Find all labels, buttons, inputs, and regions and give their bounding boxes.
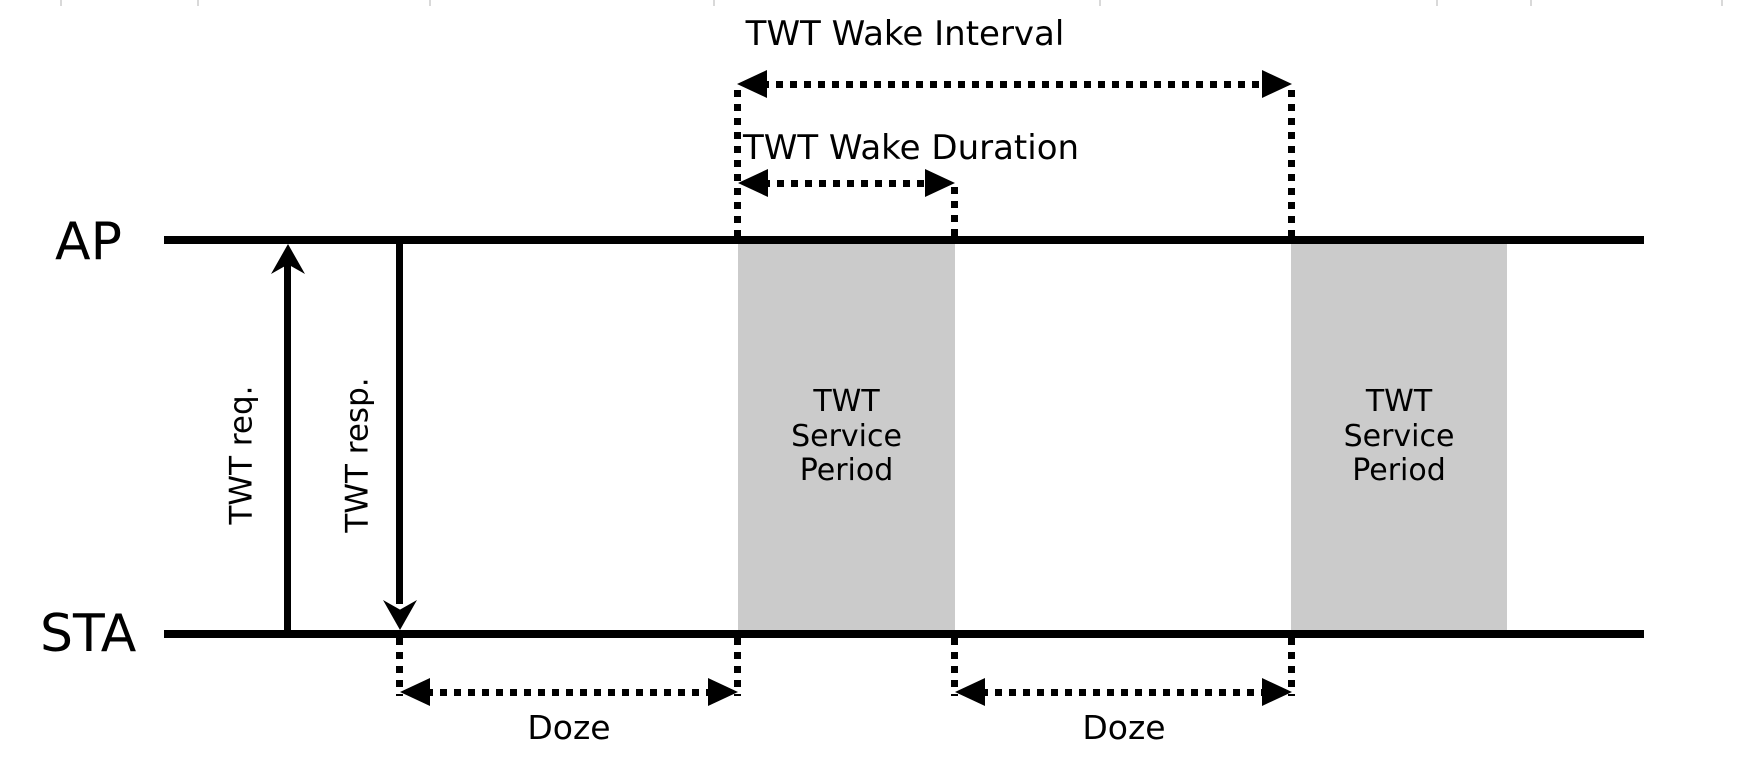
doze-left-arrow-shaft <box>426 689 712 696</box>
wake-interval-label: TWT Wake Interval <box>745 14 1065 54</box>
doze-right-end-connector <box>1288 638 1295 696</box>
doze-right-arrowhead-left-icon <box>955 678 985 706</box>
doze-left-end-connector <box>734 638 741 696</box>
doze-left-arrowhead-left-icon <box>400 678 430 706</box>
service-period-label: TWT Service Period <box>791 383 902 489</box>
doze-left-label: Doze <box>527 708 611 747</box>
twt-resp-arrowhead-down-icon <box>383 600 417 630</box>
doze-right-arrow-shaft <box>981 689 1266 696</box>
twt-resp-label: TWT resp. <box>339 377 376 533</box>
top-edge-tick <box>1721 0 1723 6</box>
wake-duration-label: TWT Wake Duration <box>742 128 1080 168</box>
service-period-box-2: TWT Service Period <box>1291 244 1507 630</box>
twt-req-arrow-shaft <box>284 262 291 630</box>
top-edge-tick <box>1099 0 1101 6</box>
service-period-box-1: TWT Service Period <box>738 244 955 630</box>
twt-req-label: TWT req. <box>223 385 260 525</box>
ap-timeline <box>164 236 1644 244</box>
sta-label: STA <box>40 604 137 664</box>
doze-right-start-connector <box>951 638 958 696</box>
top-edge-tick <box>429 0 431 6</box>
top-edge-tick <box>197 0 199 6</box>
service-period-label: TWT Service Period <box>1343 383 1455 489</box>
sta-timeline <box>164 630 1644 638</box>
wake-interval-arrow-shaft <box>762 81 1268 88</box>
top-edge-tick <box>1436 0 1438 6</box>
wake-duration-right-connector <box>951 187 958 236</box>
doze-left-start-connector <box>396 638 403 696</box>
top-edge-tick <box>713 0 715 6</box>
twt-resp-arrow-shaft <box>396 244 403 604</box>
top-edge-tick <box>60 0 62 6</box>
doze-right-label: Doze <box>1082 708 1166 747</box>
ap-label: AP <box>55 212 122 272</box>
wake-duration-arrow-shaft <box>763 180 930 187</box>
wake-duration-arrowhead-left-icon <box>738 169 768 197</box>
wake-interval-right-connector <box>1288 90 1295 236</box>
top-edge-tick <box>1530 0 1532 6</box>
wake-interval-left-connector <box>734 90 741 236</box>
wake-interval-arrowhead-left-icon <box>737 70 767 98</box>
